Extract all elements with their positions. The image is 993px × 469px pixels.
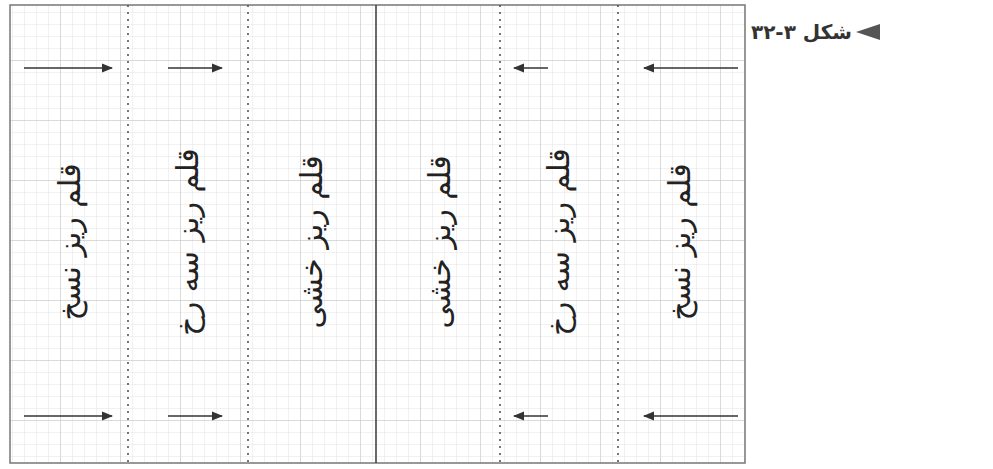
column-dividers <box>128 5 618 463</box>
grid-paper <box>10 5 745 463</box>
column-label: قلم ریز سه رخ <box>170 148 206 335</box>
column-label: قلم ریز خشی <box>422 155 458 328</box>
column-label: قلم ریز نسخ <box>662 163 698 320</box>
center-divider <box>375 5 377 463</box>
figure-caption: شکل ۳-۳۲ <box>751 20 852 44</box>
direction-arrows <box>24 68 738 416</box>
column-label: قلم ریز خشی <box>294 155 330 328</box>
column-label: قلم ریز نسخ <box>52 163 88 320</box>
column-label: قلم ریز سه رخ <box>541 148 577 335</box>
caption-pointer <box>856 24 880 40</box>
